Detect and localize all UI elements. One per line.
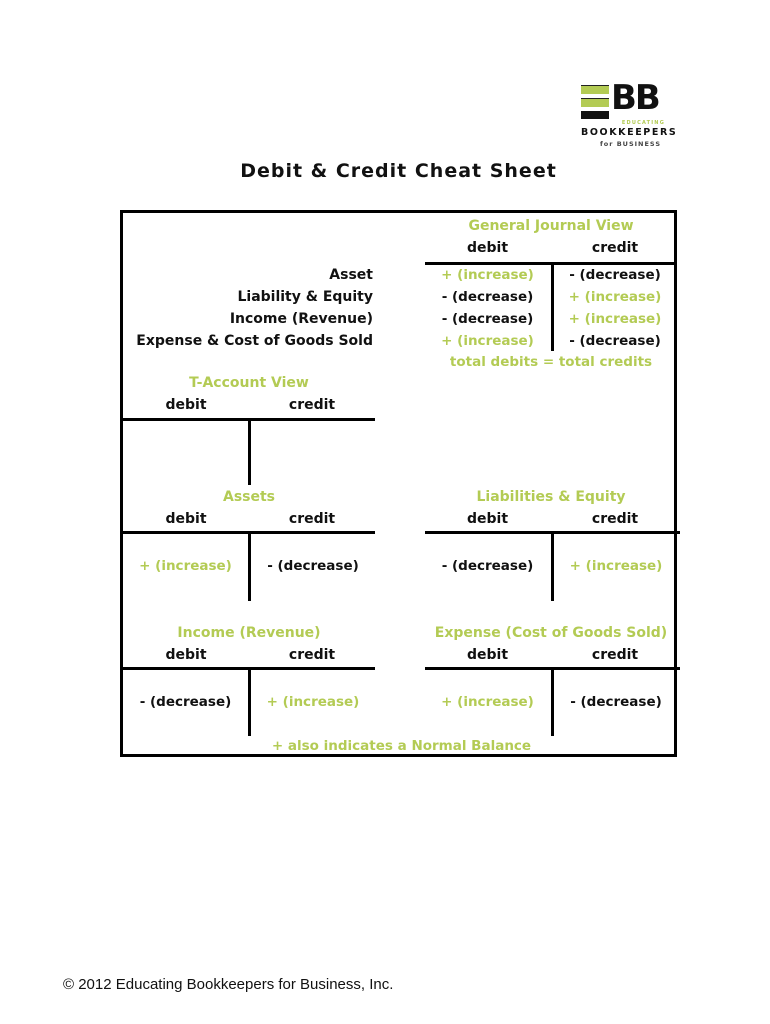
gj-debit-value: - (decrease) [441, 289, 534, 305]
gj-debit-value: + (increase) [441, 267, 534, 283]
gj-credit-value: - (decrease) [569, 333, 661, 349]
assets-credit-value: - (decrease) [267, 558, 359, 574]
income-divider [248, 667, 251, 736]
ebb-logo: BB EDUCATING BOOKKEEPERS for BUSINESS [581, 78, 678, 148]
income-rule [120, 667, 375, 670]
le-debit-header: debit [466, 511, 509, 527]
logo-educating-text: EDUCATING [621, 120, 665, 126]
logo-bookkeepers-text: BOOKKEEPERS [581, 127, 678, 138]
tav-divider [248, 418, 251, 485]
income-credit-header: credit [288, 647, 336, 663]
liabilities-equity-title: Liabilities & Equity [476, 489, 626, 505]
logo-bar-middle [581, 98, 609, 107]
logo-mark: BB [581, 78, 665, 119]
expense-divider [551, 667, 554, 736]
logo-for-business-text: for BUSINESS [599, 140, 661, 148]
gj-debit-value: + (increase) [441, 333, 534, 349]
gj-debit-value: - (decrease) [441, 311, 534, 327]
logo-bar-top [581, 85, 609, 94]
gj-row-income: Income (Revenue) - (decrease) + (increas… [123, 308, 680, 330]
le-debit-value: - (decrease) [441, 558, 534, 574]
expense-credit-header: credit [591, 647, 639, 663]
gj-row-liability-equity: Liability & Equity - (decrease) + (incre… [123, 286, 680, 308]
assets-debit-header: debit [165, 511, 207, 527]
income-debit-value: - (decrease) [139, 694, 232, 710]
assets-title: Assets [222, 489, 276, 505]
gj-row-label: Asset [329, 267, 373, 283]
gj-debit-header: debit [466, 240, 509, 256]
income-credit-value: + (increase) [266, 694, 360, 710]
le-credit-value: + (increase) [569, 558, 663, 574]
logo-bb-letters: BB [611, 78, 661, 118]
assets-divider [248, 531, 251, 601]
gj-credit-header: credit [591, 240, 639, 256]
expense-title: Expense (Cost of Goods Sold) [434, 625, 668, 641]
general-journal-title: General Journal View [468, 218, 634, 234]
logo-bar-bottom [581, 111, 609, 119]
tav-rule [120, 418, 375, 421]
gj-row-expense: Expense & Cost of Goods Sold + (increase… [123, 330, 680, 352]
t-account-view-title: T-Account View [189, 375, 309, 391]
gj-footnote: total debits = total credits [449, 354, 653, 370]
gj-row-asset: Asset + (increase) - (decrease) [123, 264, 680, 286]
expense-credit-value: - (decrease) [570, 694, 662, 710]
gj-credit-value: - (decrease) [569, 267, 661, 283]
expense-debit-header: debit [466, 647, 509, 663]
assets-rule [120, 531, 375, 534]
copyright-text: © 2012 Educating Bookkeepers for Busines… [63, 976, 394, 993]
gj-row-label: Liability & Equity [237, 289, 373, 305]
expense-debit-value: + (increase) [441, 694, 534, 710]
assets-debit-value: + (increase) [139, 558, 232, 574]
le-credit-header: credit [591, 511, 639, 527]
gj-credit-value: + (increase) [568, 311, 662, 327]
tav-credit-header: credit [288, 397, 336, 413]
gj-row-label: Income (Revenue) [229, 311, 373, 327]
income-debit-header: debit [165, 647, 207, 663]
normal-balance-note: + also indicates a Normal Balance [271, 738, 532, 754]
le-divider [551, 531, 554, 601]
assets-credit-header: credit [288, 511, 336, 527]
income-title: Income (Revenue) [177, 625, 321, 641]
gj-column-divider [551, 262, 554, 351]
logo-e-bars-icon [581, 85, 609, 119]
tav-debit-header: debit [165, 397, 207, 413]
cheat-sheet-box: General Journal View debit credit Asset … [120, 210, 680, 757]
page-title: Debit & Credit Cheat Sheet [240, 160, 557, 182]
gj-row-label: Expense & Cost of Goods Sold [136, 333, 373, 349]
gj-credit-value: + (increase) [568, 289, 662, 305]
